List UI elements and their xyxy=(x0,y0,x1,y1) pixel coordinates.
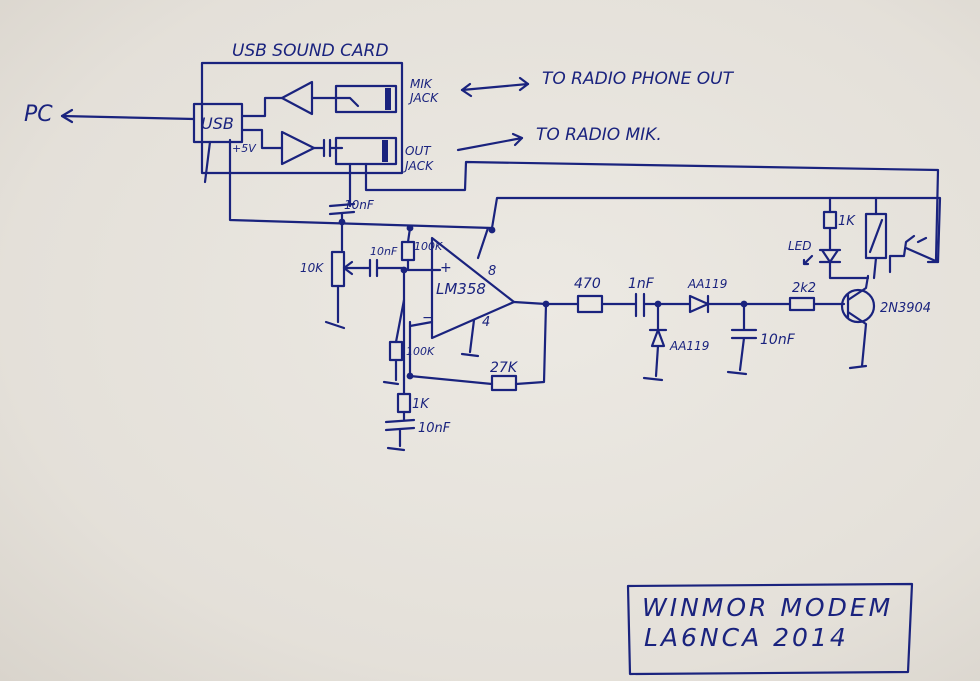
sound-card-box xyxy=(200,61,404,175)
opamp-minus-wire xyxy=(408,320,434,328)
diode2-label: AA119 xyxy=(669,339,709,353)
feedback-return-wire xyxy=(512,300,548,386)
junction-dot xyxy=(338,218,346,226)
transistor-2n3904 xyxy=(840,288,876,324)
title-box xyxy=(626,582,914,676)
ptt-contact-wire xyxy=(904,246,940,264)
out-coupling-cap xyxy=(312,138,344,158)
out-jack-label-2: JACK xyxy=(403,159,434,173)
opamp-label: LM358 xyxy=(436,280,486,298)
resistor-2k2 xyxy=(788,296,816,312)
r27k-label: 27K xyxy=(490,360,519,376)
diode-aa119-shunt xyxy=(642,302,668,382)
r1k-led-label: 1K xyxy=(838,214,856,229)
low-cap-label: 10nF xyxy=(418,421,451,436)
relay-collector-wire xyxy=(872,256,878,280)
filter-cap-label: 10nF xyxy=(760,332,796,348)
led-light-arrow-icon xyxy=(802,254,814,266)
pot-10k xyxy=(330,250,346,288)
ptt-relay-contact xyxy=(888,234,928,274)
cap-1nf-label: 1nF xyxy=(628,276,655,292)
pot-label: 10K xyxy=(300,261,324,275)
plus5v-label: +5V xyxy=(232,142,257,155)
out-amp-triangle xyxy=(280,130,316,166)
mic-arrow-line xyxy=(456,136,524,152)
pc-arrow-icon xyxy=(60,108,74,124)
pc-usb-wire xyxy=(60,114,196,121)
top-cap-label: 10nF xyxy=(344,198,375,212)
out-jack-label-1: OUT xyxy=(405,144,432,158)
relay-coil-slash xyxy=(868,218,884,254)
pin4-label: 4 xyxy=(482,315,490,330)
mic-jack-label-1: MIK xyxy=(410,77,433,91)
junction-dot xyxy=(400,266,408,274)
plus5v-bus xyxy=(228,138,494,230)
junction-dot xyxy=(740,300,748,308)
sound-card-title: USB SOUND CARD xyxy=(232,41,389,61)
to-radio-phone-note: TO RADIO PHONE OUT xyxy=(542,69,735,89)
phone-out-arrow-icon xyxy=(460,76,530,98)
resistor-100k-top xyxy=(400,240,416,262)
usb-ground-wire xyxy=(203,140,212,184)
input-10nf-cap xyxy=(362,258,406,278)
phone-out-arrow-line xyxy=(460,82,530,92)
junction-dot xyxy=(654,300,662,308)
led-label: LED xyxy=(788,239,812,253)
diode-aa119-series xyxy=(688,294,792,314)
r2k2-label: 2k2 xyxy=(792,281,816,296)
r100k-bot-label: 100K xyxy=(406,345,435,358)
resistor-27k xyxy=(490,374,518,392)
junction-dot xyxy=(406,224,414,232)
opamp-plus: + xyxy=(440,260,452,276)
mic-jack-label-2: JACK xyxy=(408,91,439,105)
pin4-ground xyxy=(460,318,480,358)
transistor-label: 2N3904 xyxy=(880,301,931,316)
mic-amp-wire xyxy=(240,96,284,118)
bias-node-wire xyxy=(406,258,442,272)
resistor-1k-led xyxy=(822,210,838,230)
resistor-100k-bottom xyxy=(388,340,404,362)
opamp-minus: − xyxy=(422,310,434,326)
title-line-1: WINMOR MODEM xyxy=(642,593,893,622)
pin8-wire xyxy=(476,226,490,260)
junction-dot xyxy=(542,300,550,308)
mic-output-return xyxy=(364,160,940,262)
transistor-leads xyxy=(846,274,870,370)
r100k-top-label: 100K xyxy=(414,240,443,253)
filter-10nf-cap xyxy=(726,302,758,376)
led-diode xyxy=(818,226,870,280)
r1k-low-label: 1K xyxy=(412,397,430,412)
pc-label: PC xyxy=(24,102,53,127)
plus5v-to-ptt-wire xyxy=(490,196,942,264)
mic-jack-contact xyxy=(385,88,391,110)
resistor-1k-low xyxy=(396,392,412,414)
mic-arrow-icon xyxy=(511,132,524,147)
pin8-label: 8 xyxy=(488,264,496,279)
input-cap-label: 10nF xyxy=(370,245,398,258)
to-radio-mic-note: TO RADIO MIK. xyxy=(536,125,662,145)
r470-label: 470 xyxy=(574,276,601,292)
bias-ground xyxy=(382,358,400,386)
usb-label: USB xyxy=(201,114,234,133)
out-amp-wire xyxy=(240,128,284,150)
junction-dot xyxy=(406,372,414,380)
resistor-470 xyxy=(576,294,604,314)
diode1-label: AA119 xyxy=(687,277,727,291)
title-line-2: LA6NCA 2014 xyxy=(644,623,849,652)
pot-wiper-arrow-icon xyxy=(342,260,354,276)
out-jack-contact xyxy=(382,140,388,162)
usb-connector xyxy=(192,102,244,144)
pot-ground xyxy=(324,284,346,330)
junction-dot xyxy=(488,226,496,234)
mic-amp-triangle xyxy=(280,80,314,116)
cap-1nf xyxy=(600,292,692,318)
bias-mid-wire xyxy=(394,298,406,344)
low-10nf-cap xyxy=(384,410,416,452)
mic-jack-wire xyxy=(310,96,360,108)
